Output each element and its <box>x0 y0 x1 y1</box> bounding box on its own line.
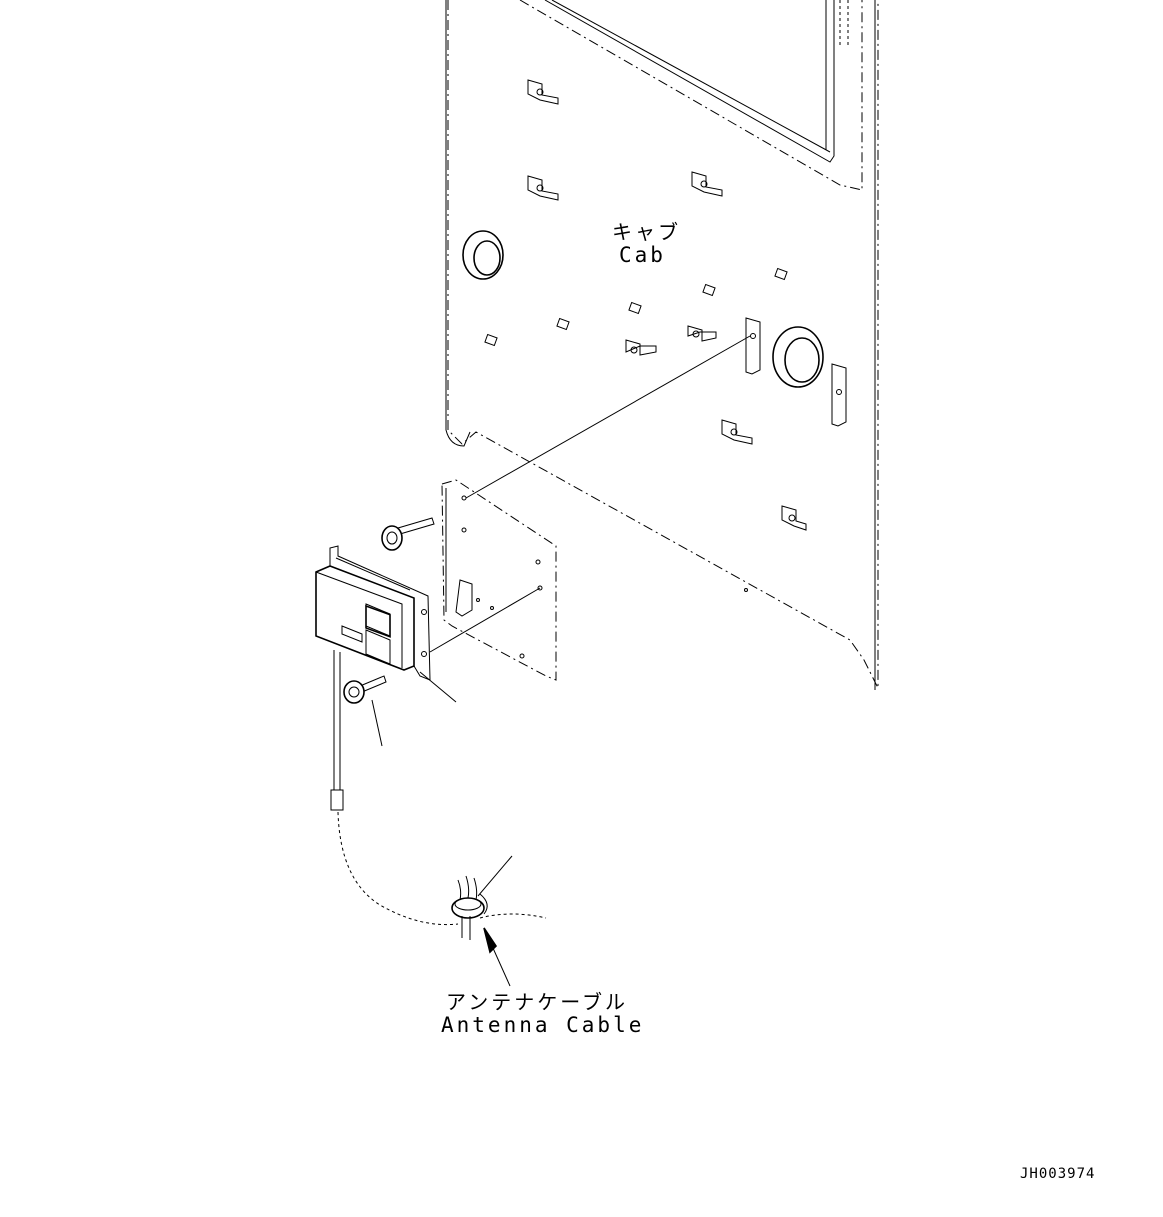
mounting-bracket <box>441 479 557 681</box>
leader-line <box>429 587 541 653</box>
antenna-cable <box>330 650 547 926</box>
leader-line <box>465 335 751 499</box>
antenna-cable-label-jp: アンテナケーブル <box>446 990 628 1014</box>
cab-panel <box>445 0 879 690</box>
cab-label-en: Cab <box>619 243 666 267</box>
cab-clips <box>484 79 847 592</box>
controller-box <box>315 545 431 681</box>
cab-label-jp: キャブ <box>612 220 681 244</box>
bolt-upper <box>381 517 435 551</box>
cable-clamp <box>451 855 513 987</box>
bolt-lower <box>343 675 387 747</box>
leader-line <box>419 671 457 703</box>
antenna-cable-label-en: Antenna Cable <box>441 1013 645 1037</box>
drawing-code: JH003974 <box>1020 1166 1096 1182</box>
